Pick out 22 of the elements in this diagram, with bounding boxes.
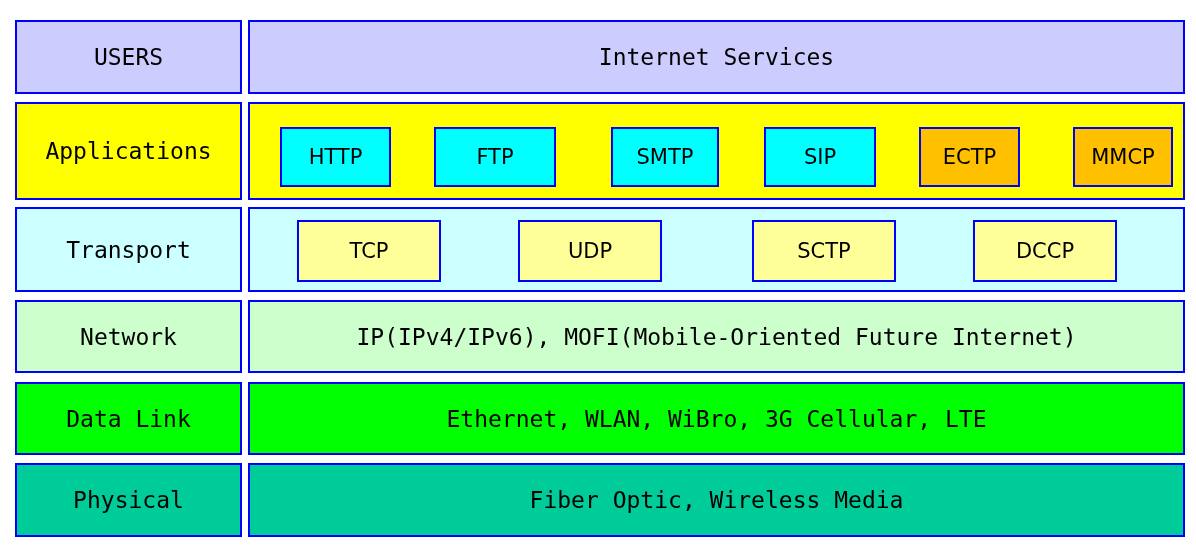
protocol-box: HTTP: [280, 127, 391, 187]
layer-label: Applications: [15, 102, 242, 200]
protocol-box: DCCP: [973, 220, 1117, 282]
layer-label: Data Link: [15, 382, 242, 455]
layer-label: Transport: [15, 207, 242, 292]
protocol-list: IP(IPv4/IPv6), MOFI(Mobile-Oriented Future Internet): [248, 300, 1185, 373]
layer-label: USERS: [15, 20, 242, 94]
protocol-panel: [248, 207, 1185, 292]
protocol-panel: [248, 102, 1185, 200]
protocol-box: ECTP: [919, 127, 1020, 187]
protocol-box: MMCP: [1073, 127, 1173, 187]
protocol-box: FTP: [434, 127, 556, 187]
protocol-box: SCTP: [752, 220, 896, 282]
protocol-list: Ethernet, WLAN, WiBro, 3G Cellular, LTE: [248, 382, 1185, 455]
layer-label: Network: [15, 300, 242, 373]
layer-label: Physical: [15, 463, 242, 537]
protocol-list: Fiber Optic, Wireless Media: [248, 463, 1185, 537]
protocol-box: SMTP: [611, 127, 719, 187]
protocol-box: SIP: [764, 127, 876, 187]
protocol-box: UDP: [518, 220, 662, 282]
service-label: Internet Services: [248, 20, 1185, 94]
protocol-box: TCP: [297, 220, 441, 282]
